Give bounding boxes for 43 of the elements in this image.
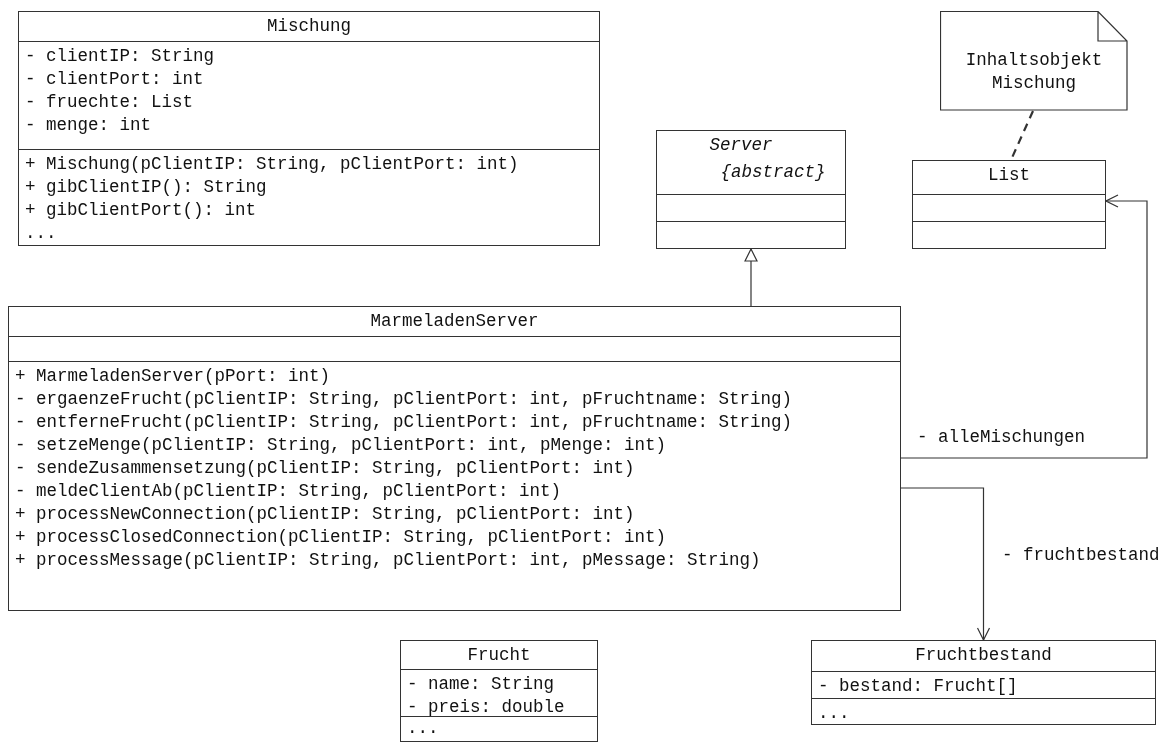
class-name: MarmeladenServer <box>369 311 540 331</box>
attribute-text: - name: String <box>407 673 555 696</box>
operation-text: ... <box>818 702 850 725</box>
class-name: Fruchtbestand <box>914 645 1053 665</box>
operation-text: - entferneFrucht(pClientIP: String, pClientPort: int, pFruchtname: String) <box>15 411 793 434</box>
class-box <box>400 640 598 742</box>
class-name: Server <box>708 135 774 155</box>
association-arrow <box>900 487 991 641</box>
edge-label: - alleMischungen <box>917 427 1086 447</box>
attribute-text: - menge: int <box>25 114 152 137</box>
note-box <box>940 11 1128 111</box>
note-text: Inhaltsobjekt Mischung <box>964 49 1104 95</box>
class-name: List <box>987 165 1031 185</box>
attribute-text: - preis: double <box>407 696 565 719</box>
class-name: Mischung <box>266 16 352 36</box>
operation-text: + MarmeladenServer(pPort: int) <box>15 365 331 388</box>
class-box <box>18 11 600 246</box>
attribute-text: - clientIP: String <box>25 45 215 68</box>
attribute-text: - bestand: Frucht[] <box>818 675 1018 698</box>
operation-text: ... <box>407 717 439 740</box>
operation-text: - meldeClientAb(pClientIP: String, pClientPort: int) <box>15 480 562 503</box>
operation-text: + gibClientIP(): String <box>25 176 267 199</box>
class-box <box>811 640 1156 725</box>
attribute-text: - clientPort: int <box>25 68 204 91</box>
class-box <box>656 130 846 249</box>
class-box <box>912 160 1106 249</box>
class-stereotype: {abstract} <box>719 162 827 182</box>
attribute-compartment <box>812 671 1155 698</box>
attribute-compartment <box>401 669 597 716</box>
operation-text: + gibClientPort(): int <box>25 199 257 222</box>
association-arrow <box>900 194 1148 459</box>
operation-text: + processClosedConnection(pClientIP: String, pClientPort: int) <box>15 526 667 549</box>
operation-text: ... <box>25 222 57 245</box>
operation-text: + Mischung(pClientIP: String, pClientPort: int) <box>25 153 519 176</box>
attribute-text: - fruechte: List <box>25 91 194 114</box>
operation-text: - ergaenzeFrucht(pClientIP: String, pClientPort: int, pFruchtname: String) <box>15 388 793 411</box>
generalization-arrow <box>744 248 758 307</box>
class-name: Frucht <box>466 645 532 665</box>
operation-text: - setzeMenge(pClientIP: String, pClientPort: int, pMenge: int) <box>15 434 667 457</box>
class-box <box>8 306 901 611</box>
operation-text: - sendeZusammensetzung(pClientIP: String, pClientPort: int) <box>15 457 635 480</box>
operation-text: + processMessage(pClientIP: String, pClientPort: int, pMessage: String) <box>15 549 761 572</box>
operation-text: + processNewConnection(pClientIP: String, pClientPort: int) <box>15 503 635 526</box>
